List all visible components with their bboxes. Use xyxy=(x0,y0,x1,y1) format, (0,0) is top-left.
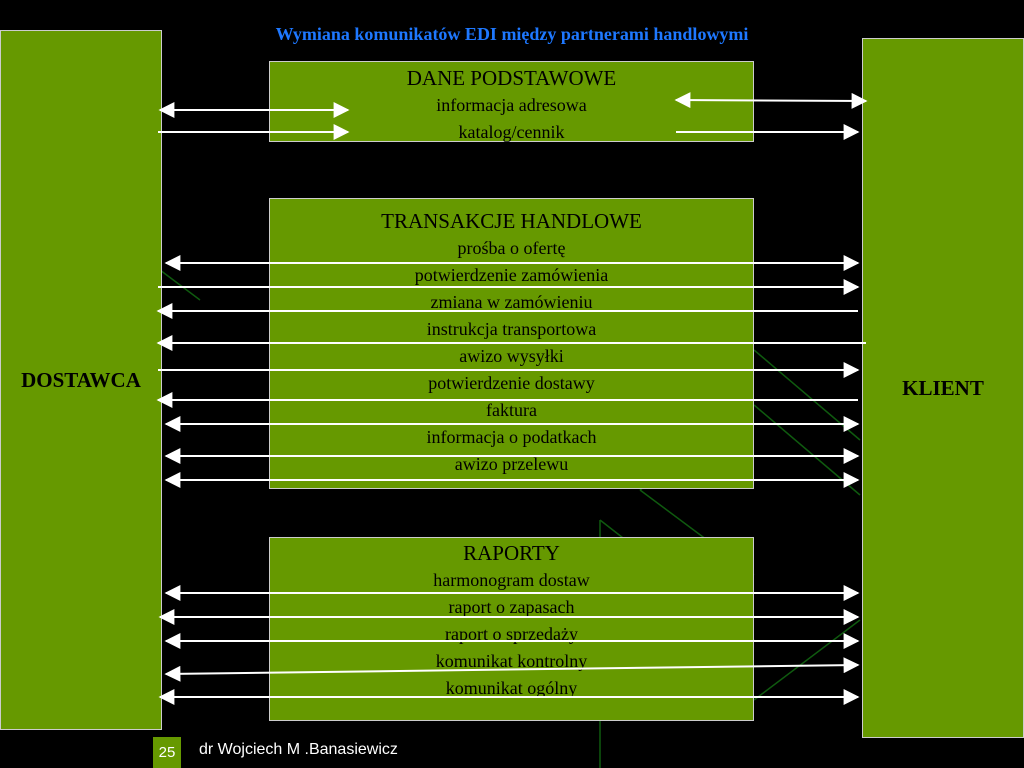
message-item: informacja adresowa xyxy=(436,95,587,115)
supplier-label: DOSTAWCA xyxy=(21,367,141,392)
message-item: raport o zapasach xyxy=(448,597,575,617)
supplier-box: DOSTAWCA xyxy=(0,30,162,730)
message-item: komunikat ogólny xyxy=(445,678,578,698)
group-transactions: TRANSAKCJE HANDLOWE prośba o ofertę potw… xyxy=(269,198,754,489)
message-item: faktura xyxy=(486,400,537,420)
message-item: prośba o ofertę xyxy=(457,238,566,258)
message-item: informacja o podatkach xyxy=(426,427,597,447)
message-item: zmiana w zamówieniu xyxy=(430,292,593,312)
group-reports: RAPORTY harmonogram dostaw raport o zapa… xyxy=(269,537,754,721)
message-item: komunikat kontrolny xyxy=(435,651,588,671)
message-item: awizo wysyłki xyxy=(459,346,564,366)
page-number: 25 xyxy=(153,737,181,768)
author-credit: dr Wojciech M .Banasiewicz xyxy=(199,741,398,758)
message-item: awizo przelewu xyxy=(454,454,569,474)
message-item: potwierdzenie zamówienia xyxy=(414,265,609,285)
message-item: potwierdzenie dostawy xyxy=(428,373,595,393)
group-basic-data: DANE PODSTAWOWE informacja adresowa kata… xyxy=(269,61,754,142)
message-item: instrukcja transportowa xyxy=(426,319,597,339)
message-item: raport o sprzedaży xyxy=(445,624,578,644)
slide-title: Wymiana komunikatów EDI między partneram… xyxy=(275,24,749,44)
client-label: KLIENT xyxy=(902,375,984,400)
message-item: harmonogram dostaw xyxy=(433,570,590,590)
message-item: katalog/cennik xyxy=(458,122,565,142)
client-box: KLIENT xyxy=(862,38,1024,738)
group-heading: TRANSAKCJE HANDLOWE xyxy=(381,209,642,233)
group-heading: RAPORTY xyxy=(463,541,560,565)
group-heading: DANE PODSTAWOWE xyxy=(406,66,617,90)
